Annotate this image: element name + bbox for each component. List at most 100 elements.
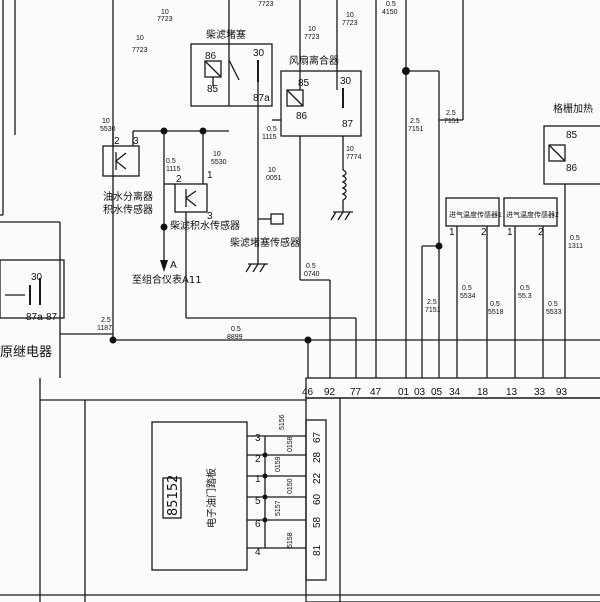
svg-text:85: 85 [566, 130, 578, 141]
svg-text:0158: 0158 [287, 436, 294, 452]
label-fan-clutch: 风扇离合器 [289, 54, 339, 67]
svg-text:5518: 5518 [488, 309, 504, 316]
svg-text:2: 2 [176, 174, 182, 185]
ecu-pin-33: 33 [534, 387, 546, 398]
svg-text:0.5: 0.5 [267, 126, 277, 133]
svg-text:1: 1 [255, 474, 261, 485]
svg-text:7723: 7723 [342, 20, 358, 27]
svg-text:87a: 87a [253, 93, 270, 104]
intake-temp-sensor-2 [503, 197, 558, 227]
ecu-pin-18: 18 [477, 387, 489, 398]
ecu-connector-left [305, 419, 327, 581]
svg-text:86: 86 [566, 163, 578, 174]
svg-text:5157: 5157 [275, 500, 282, 516]
svg-text:55.3: 55.3 [518, 293, 532, 300]
part-number: 85152 [166, 475, 181, 516]
svg-text:85152: 85152 [166, 475, 181, 516]
svg-text:10: 10 [136, 35, 144, 42]
ecu-pin-01: 01 [398, 387, 410, 398]
svg-text:87a: 87a [26, 312, 43, 323]
ecu-body [305, 397, 600, 602]
svg-text:7151: 7151 [425, 307, 441, 314]
ecu-pin-34: 34 [449, 387, 461, 398]
relay-fan-clutch [280, 70, 362, 137]
svg-text:0.5: 0.5 [231, 326, 241, 333]
junction-01 [402, 67, 410, 75]
svg-text:10: 10 [161, 9, 169, 16]
svg-text:2: 2 [481, 227, 487, 238]
svg-text:2: 2 [114, 136, 120, 147]
svg-text:5530: 5530 [100, 126, 116, 133]
svg-text:电子油门踏板: 电子油门踏板 [205, 468, 218, 528]
label-arrow-a: A [170, 260, 177, 271]
ecu-pin-60: 60 [312, 493, 323, 505]
throttle-pedal-box [151, 421, 248, 571]
label-relay: 原继电器 [0, 345, 52, 360]
svg-text:0051: 0051 [266, 175, 282, 182]
svg-text:5: 5 [255, 496, 261, 507]
relay-grid-heater [543, 125, 600, 185]
label-intake-2: 进气温度传感器2 [506, 210, 559, 219]
svg-text:87: 87 [46, 312, 58, 323]
fan-clutch-coil [341, 169, 347, 201]
label-intake-1: 进气温度传感器1 [449, 210, 502, 219]
svg-text:1: 1 [507, 227, 513, 238]
ecu-pin-92: 92 [324, 387, 336, 398]
svg-text:7151: 7151 [444, 118, 460, 125]
svg-text:10: 10 [308, 26, 316, 33]
svg-text:0.5: 0.5 [548, 301, 558, 308]
svg-text:85: 85 [207, 84, 219, 95]
svg-text:2: 2 [538, 227, 544, 238]
relay-coil-grid [548, 144, 566, 162]
ecu-pin-67: 67 [312, 431, 323, 443]
svg-text:5158: 5158 [287, 532, 294, 548]
relay-original [0, 259, 65, 319]
svg-text:7723: 7723 [258, 1, 274, 8]
svg-text:2.5: 2.5 [101, 317, 111, 324]
svg-text:2.5: 2.5 [410, 118, 420, 125]
ecu-pin-22: 22 [312, 472, 323, 484]
svg-text:5530: 5530 [211, 159, 227, 166]
svg-text:1: 1 [207, 170, 213, 181]
svg-text:10: 10 [346, 146, 354, 153]
svg-text:5533: 5533 [546, 309, 562, 316]
svg-text:1311: 1311 [568, 243, 583, 250]
svg-text:0.5: 0.5 [462, 285, 472, 292]
ecu-pin-81: 81 [312, 544, 323, 556]
svg-text:4: 4 [255, 547, 261, 558]
svg-text:0.5: 0.5 [166, 158, 176, 165]
svg-text:87: 87 [342, 119, 354, 130]
svg-text:3: 3 [133, 136, 139, 147]
svg-text:30: 30 [340, 76, 352, 87]
svg-text:10: 10 [213, 151, 221, 158]
ecu-pin-13: 13 [506, 387, 518, 398]
relay-fuel-filter [190, 43, 273, 107]
svg-text:0159: 0159 [275, 456, 282, 472]
svg-text:5156: 5156 [279, 414, 286, 430]
svg-text:0.5: 0.5 [306, 263, 316, 270]
svg-text:10: 10 [102, 118, 110, 125]
throttle-board-label: 电子油门踏板 [205, 468, 218, 528]
junction-1187 [109, 336, 117, 344]
label-to-instrument: 至组合仪表A11 [132, 273, 202, 286]
ecu-pin-05: 05 [431, 387, 443, 398]
label-fuel-filter-water-sensor: 柴滤积水传感器 [170, 219, 240, 232]
label-fuel-filter-plug-sensor: 柴滤堵塞传感器 [230, 236, 300, 249]
svg-text:1115: 1115 [262, 134, 277, 141]
svg-text:8899: 8899 [227, 334, 243, 341]
svg-text:10: 10 [346, 12, 354, 19]
svg-text:1115: 1115 [166, 166, 181, 173]
svg-text:10: 10 [268, 167, 276, 174]
svg-text:2.5: 2.5 [446, 110, 456, 117]
svg-text:0150: 0150 [287, 478, 294, 494]
svg-text:3: 3 [207, 211, 213, 222]
svg-text:2: 2 [255, 454, 261, 465]
svg-text:0.5: 0.5 [520, 285, 530, 292]
sensor-water-separator [102, 145, 140, 177]
label-water-separator-2: 积水传感器 [103, 203, 153, 216]
svg-text:0.5: 0.5 [490, 301, 500, 308]
arrow-a-icon [160, 260, 168, 272]
